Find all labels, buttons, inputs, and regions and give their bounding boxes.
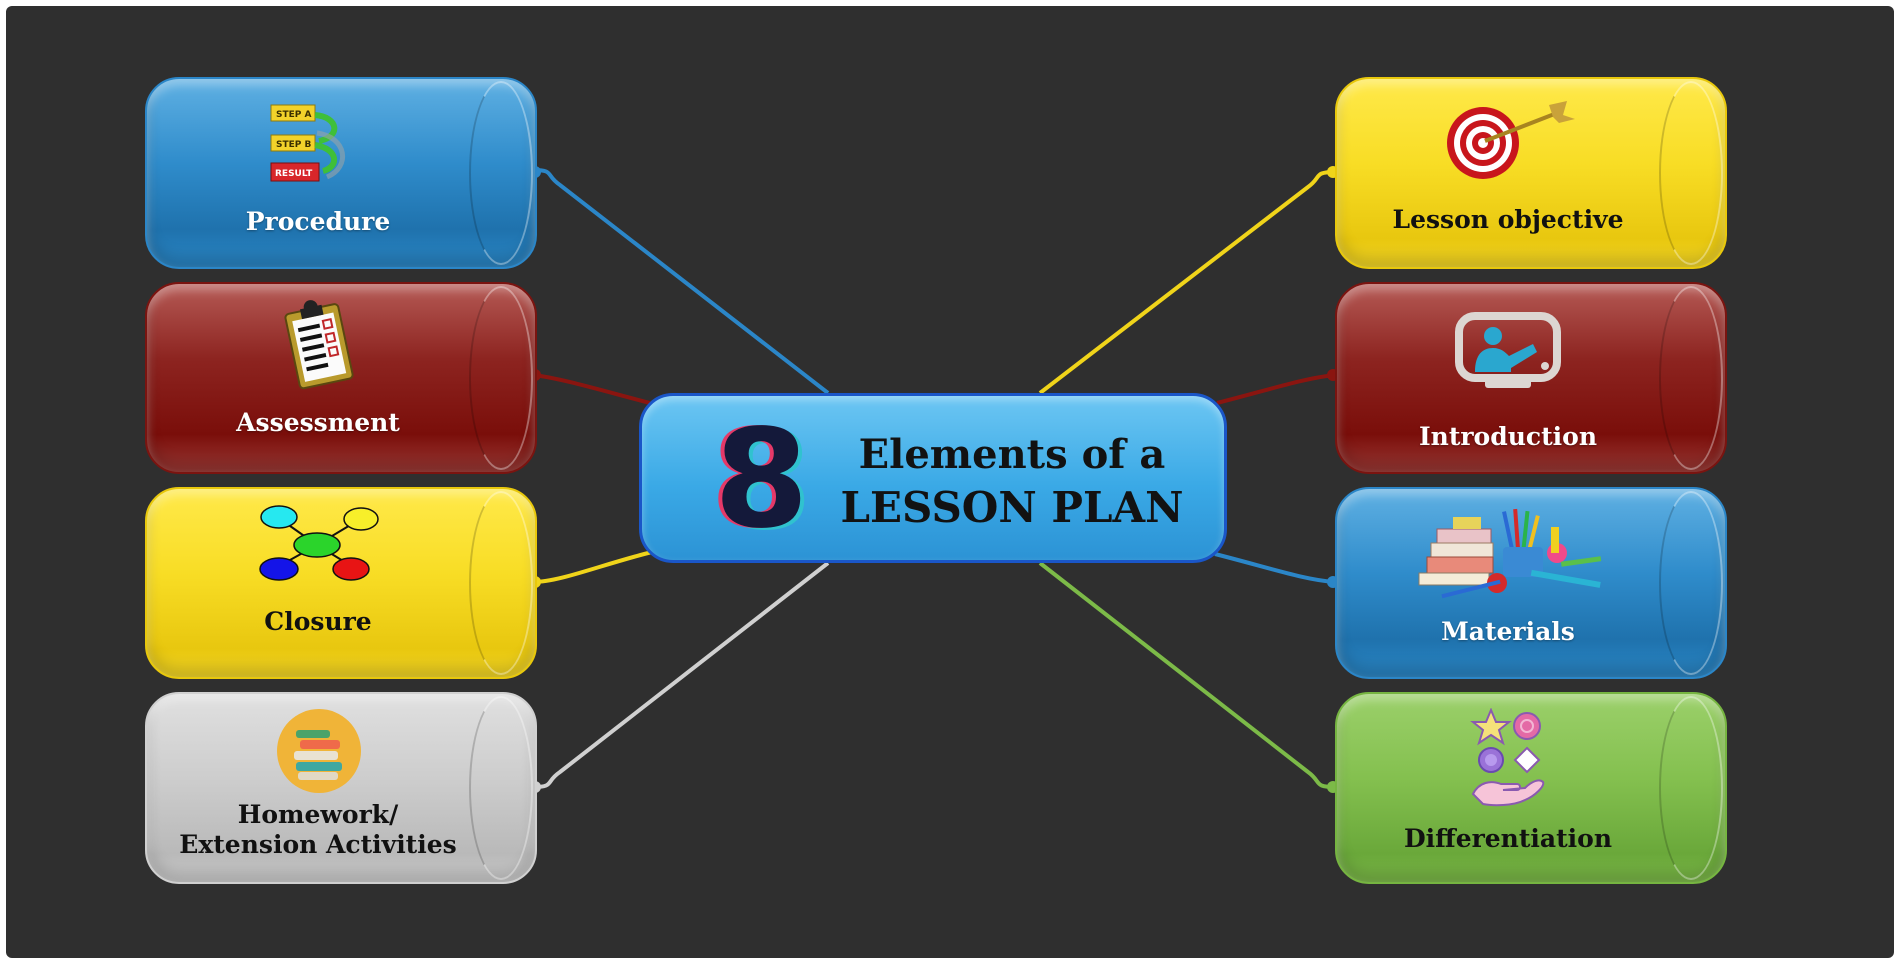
cylinder-cap xyxy=(1659,286,1723,470)
clipboard-checklist-icon xyxy=(284,300,354,390)
node-label: Assessment xyxy=(236,408,400,437)
central-topic[interactable]: 8 Elements of a LESSON PLAN xyxy=(639,393,1227,563)
node-label-line2: Extension Activities xyxy=(179,830,457,859)
link-objective xyxy=(1038,170,1336,395)
cylinder-cap xyxy=(469,696,533,880)
link-procedure xyxy=(532,168,830,395)
link-homework xyxy=(532,561,830,789)
node-differentiation[interactable]: Differentiation xyxy=(1335,692,1727,884)
teacher-screen-icon xyxy=(1455,312,1561,388)
bubble-diagram-icon xyxy=(259,505,379,581)
central-number: 8 xyxy=(714,401,809,559)
target-dart-icon xyxy=(1447,101,1575,179)
link-closure xyxy=(532,550,653,584)
link-introduction xyxy=(1216,373,1336,405)
cylinder-cap xyxy=(469,81,533,265)
cylinder-cap xyxy=(1659,491,1723,675)
svg-text:STEP A: STEP A xyxy=(276,110,311,120)
cylinder-cap xyxy=(469,286,533,470)
steps-icon: STEP A STEP B RESULT xyxy=(270,104,345,182)
hand-shapes-icon xyxy=(1470,708,1545,807)
link-assessment xyxy=(532,373,651,405)
svg-text:STEP B: STEP B xyxy=(276,140,311,150)
node-label: Lesson objective xyxy=(1392,205,1624,234)
link-materials xyxy=(1214,552,1336,584)
school-supplies-icon xyxy=(1418,508,1602,599)
central-title-line2: LESSON PLAN xyxy=(840,483,1184,532)
cylinder-cap xyxy=(469,491,533,675)
node-label: Procedure xyxy=(245,207,391,236)
node-procedure[interactable]: STEP A STEP B RESULT Procedure xyxy=(145,77,537,269)
books-stack-icon xyxy=(277,709,361,793)
node-label: Introduction xyxy=(1418,422,1598,451)
node-closure[interactable]: Closure xyxy=(145,487,537,679)
cylinder-cap xyxy=(1659,696,1723,880)
cylinder-cap xyxy=(1659,81,1723,265)
node-lesson-objective[interactable]: Lesson objective xyxy=(1335,77,1727,269)
node-homework[interactable]: Homework/ Extension Activities xyxy=(145,692,537,884)
node-materials[interactable]: Materials xyxy=(1335,487,1727,679)
link-differentiation xyxy=(1038,561,1336,789)
central-title-line1: Elements of a xyxy=(858,431,1166,478)
node-label: Materials xyxy=(1441,617,1575,646)
node-assessment[interactable]: Assessment xyxy=(145,282,537,474)
node-label-line1: Homework/ xyxy=(237,800,399,829)
node-label: Closure xyxy=(264,607,372,636)
svg-text:RESULT: RESULT xyxy=(275,169,313,179)
node-label: Differentiation xyxy=(1404,824,1612,853)
node-introduction[interactable]: Introduction xyxy=(1335,282,1727,474)
